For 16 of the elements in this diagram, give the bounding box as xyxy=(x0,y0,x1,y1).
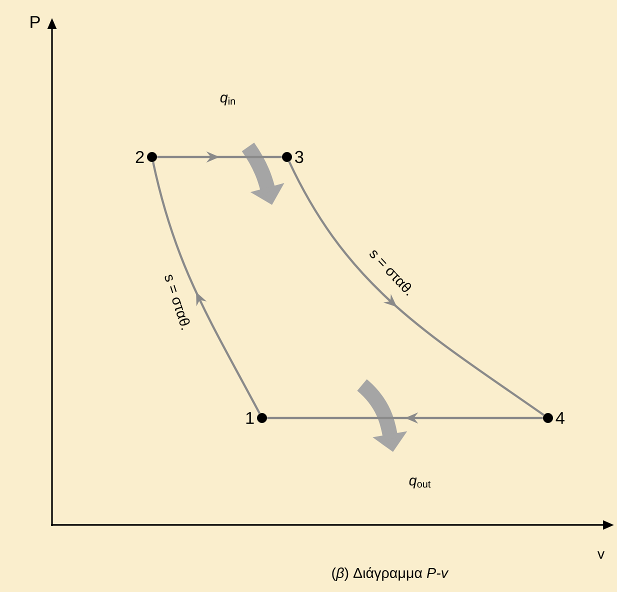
state-number: 2 xyxy=(136,150,144,163)
heat-label: q$_{out}$ xyxy=(409,478,431,488)
state-number: 3 xyxy=(295,150,304,164)
axis-label: P xyxy=(30,16,40,28)
heat-label: q$_{in}$ xyxy=(220,94,235,106)
state-number: 1 xyxy=(246,412,254,424)
caption: (β) Διάγραμμα P-v xyxy=(332,567,449,581)
state-point xyxy=(147,152,157,162)
process-line xyxy=(288,161,544,416)
state-point xyxy=(543,412,553,423)
state-point xyxy=(257,412,267,423)
state-point xyxy=(282,152,292,162)
edge-label: s = σταθ. xyxy=(164,274,190,330)
state-number: 4 xyxy=(556,412,564,424)
process-line xyxy=(152,162,261,414)
axis-label: v xyxy=(597,551,605,559)
